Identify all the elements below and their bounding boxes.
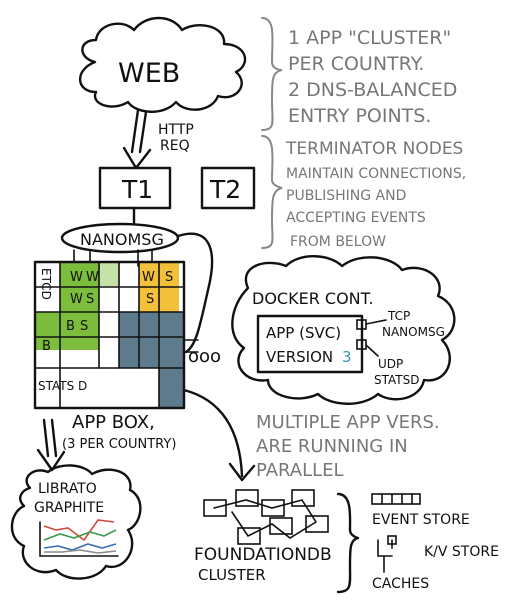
web-label: WEB	[118, 58, 180, 89]
app-service-box	[256, 314, 364, 374]
web-cloud: WEB	[78, 16, 247, 113]
nanomsg-bus: NANOMSG	[60, 222, 180, 254]
t1-label: T1	[121, 175, 153, 204]
nanomsg-to-docker-link	[176, 232, 214, 354]
docker-title: DOCKER CONT.	[252, 289, 374, 308]
cell-b-2: B	[42, 339, 51, 354]
terminator-t1: T1	[98, 166, 172, 210]
event-store-label: EVENT STORE	[372, 512, 470, 528]
librato-label: LIBRATO	[38, 481, 97, 497]
docker-container: DOCKER CONT. APP (SVC) VERSION 3 TCP NAN…	[231, 255, 456, 405]
storage-legend: EVENT STORE K/V STORE CACHES	[336, 492, 499, 594]
steel-cell-lower	[159, 368, 184, 408]
app-box-title: APP BOX,	[72, 412, 155, 433]
cluster-note-line2: PER COUNTRY.	[288, 53, 424, 75]
terminator-note-line2: MAINTAIN CONNECTIONS,	[286, 166, 466, 182]
arrow-to-librato	[36, 418, 66, 472]
librato-cloud: LIBRATO GRAPHITE	[10, 464, 142, 580]
version-number: 3	[342, 348, 352, 366]
more-dots: ooo	[188, 346, 221, 367]
cluster-note-line1: 1 APP "CLUSTER"	[288, 27, 451, 49]
cell-w-2: W	[86, 270, 99, 285]
tcp-label-line2: NANOMSG	[382, 325, 445, 339]
graphite-label: GRAPHITE	[34, 500, 104, 516]
kv-store-label: K/V STORE	[424, 544, 499, 560]
green-cell-b	[35, 312, 99, 350]
http-label-line1: HTTP	[158, 122, 194, 138]
t2-label: T2	[209, 175, 241, 204]
terminator-note-line4: ACCEPTING EVENTS	[286, 210, 426, 226]
http-request-arrow	[122, 108, 152, 170]
box-to-dots-lines	[183, 339, 199, 353]
versions-note-line2: ARE RUNNING IN	[256, 436, 408, 457]
versions-note: MULTIPLE APP VERS. ARE RUNNING IN PARALL…	[256, 412, 440, 481]
version-label: VERSION	[266, 348, 333, 366]
cell-w-3: W	[70, 292, 83, 307]
http-label-line2: REQ	[160, 138, 190, 154]
udp-label-line1: UDP	[378, 357, 403, 371]
event-store-icon	[371, 493, 421, 505]
nanomsg-drop-lines	[73, 249, 153, 267]
foundationdb-label: FOUNDATIONDB	[194, 545, 332, 565]
foundationdb-cluster: FOUNDATIONDB CLUSTER	[194, 489, 332, 584]
etcd-label: ETCD	[39, 268, 53, 300]
cell-s-3: S	[165, 270, 173, 285]
cell-s-1: S	[86, 292, 94, 307]
versions-note-line1: MULTIPLE APP VERS.	[256, 412, 440, 433]
terminator-note-line5: FROM BELOW	[290, 234, 386, 250]
cell-s-2: S	[80, 319, 88, 334]
cluster-note: 1 APP "CLUSTER" PER COUNTRY. 2 DNS-BALAN…	[261, 17, 457, 131]
terminator-note: TERMINATOR NODES MAINTAIN CONNECTIONS, P…	[261, 135, 466, 250]
cell-w-1: W	[70, 270, 83, 285]
caches-label: CACHES	[372, 576, 429, 592]
app-box-grid: W W W S B S B W S S ETCD STATS D	[33, 260, 186, 410]
udp-label-line2: STATSD	[374, 373, 419, 387]
app-box-subtitle: (3 PER COUNTRY)	[62, 437, 176, 452]
terminator-note-line3: PUBLISHING AND	[286, 188, 406, 204]
cell-b-1: B	[66, 319, 75, 334]
cell-s-4: S	[146, 292, 154, 307]
green-cell-faint	[99, 262, 119, 286]
kv-store-icon	[377, 539, 393, 557]
cluster-note-line4: ENTRY POINTS.	[288, 105, 431, 127]
cluster-note-line3: 2 DNS-BALANCED	[288, 79, 457, 101]
cell-w-4: W	[142, 270, 155, 285]
tcp-label-line1: TCP	[387, 309, 410, 323]
terminator-t2: T2	[200, 166, 256, 210]
app-service-label: APP (SVC)	[266, 324, 341, 342]
steel-cell	[119, 312, 184, 368]
cluster-label: CLUSTER	[198, 566, 266, 584]
terminator-note-line1: TERMINATOR NODES	[285, 139, 463, 159]
arrow-to-foundationdb	[182, 388, 256, 482]
versions-note-line3: PARALLEL	[256, 460, 344, 481]
nanomsg-label: NANOMSG	[80, 230, 164, 249]
statsd-label: STATS D	[38, 379, 87, 393]
